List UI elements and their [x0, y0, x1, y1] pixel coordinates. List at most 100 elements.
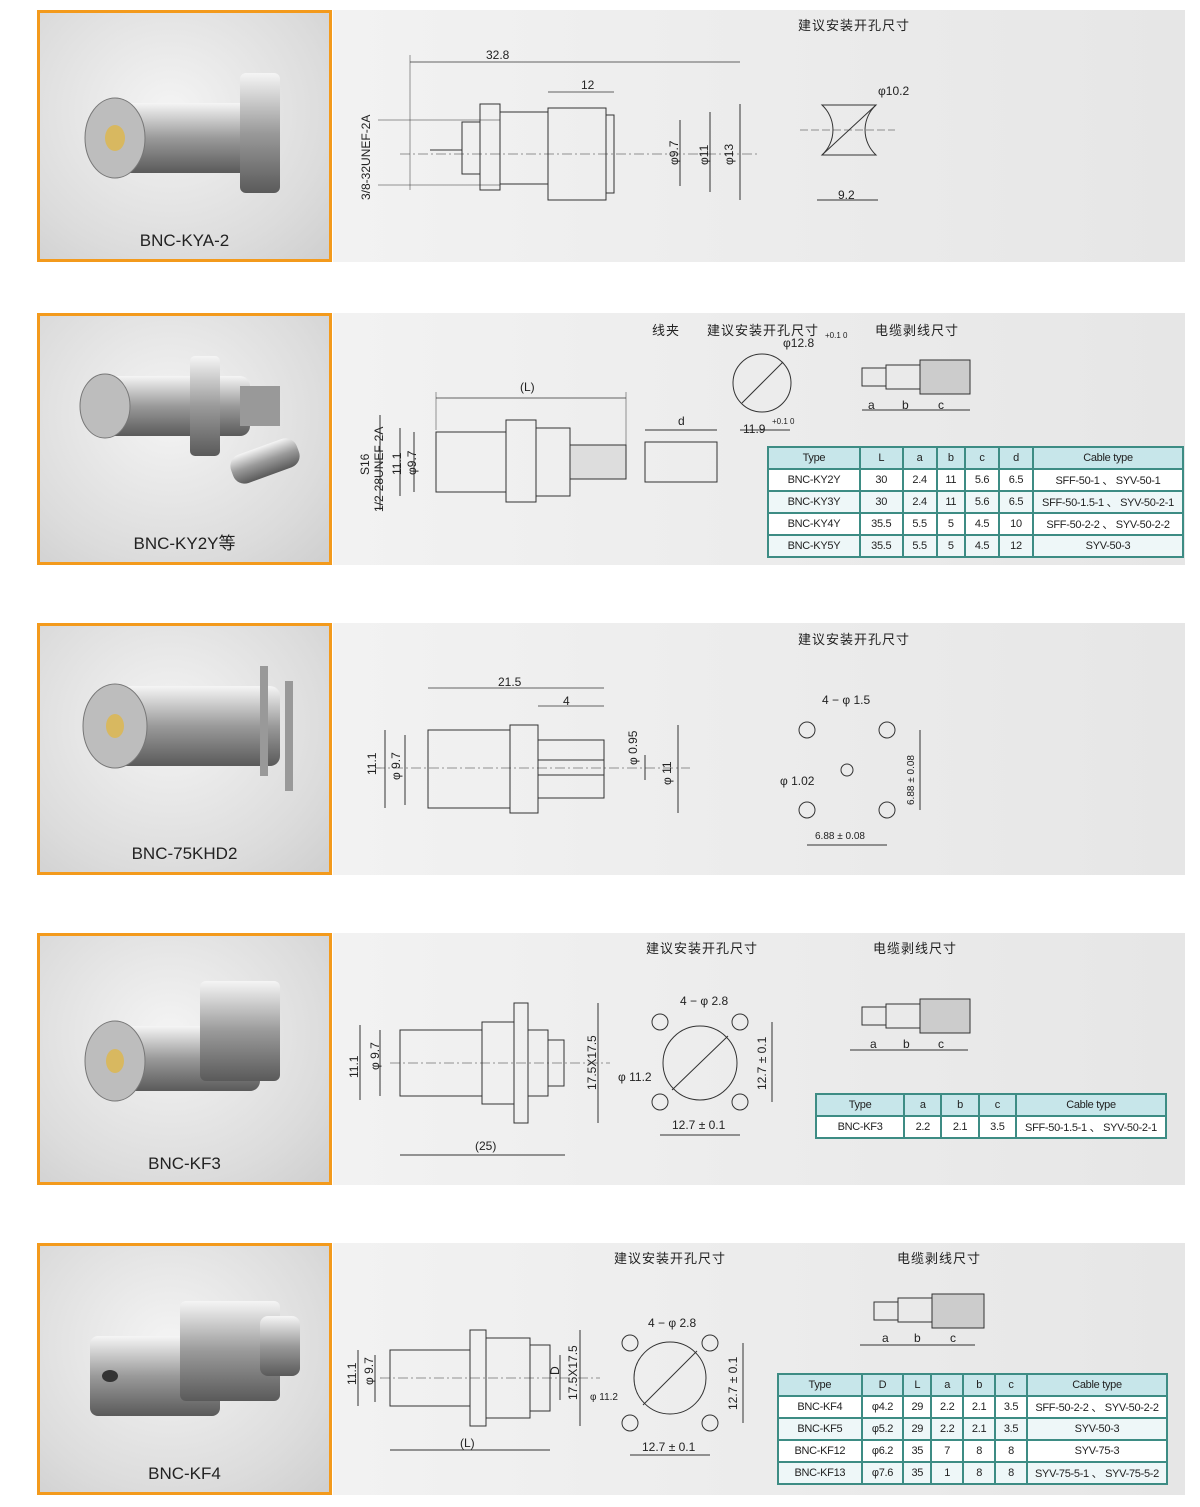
hole-size-title: 建议安装开孔尺寸 [798, 18, 911, 33]
table-cell: BNC-KF4 [777, 1395, 863, 1419]
dim-hole-flat: 9.2 [838, 188, 855, 202]
table-cell: SYV-75-3 [1026, 1439, 1168, 1463]
dim-d1: 11.1 [347, 1055, 361, 1078]
hole-size-title: 建议安装开孔尺寸 [707, 323, 820, 338]
dim-clamp-d: d [678, 414, 685, 428]
table-cell: 8 [962, 1439, 997, 1463]
table-cell: Type [777, 1373, 863, 1397]
table-cell: 12 [998, 534, 1034, 558]
table-cell: a [901, 446, 938, 470]
dim-hole-flat: 11.9 [743, 422, 766, 436]
table-cell: 2.1 [962, 1417, 997, 1441]
hole-size-title: 建议安装开孔尺寸 [614, 1251, 727, 1266]
table-cell: d [998, 446, 1034, 470]
connector-image [84, 73, 280, 193]
product-photo-kf4: BNC-KF4 [37, 1243, 332, 1495]
table-cell: φ7.6 [860, 1461, 905, 1485]
dim-b: b [914, 1331, 921, 1345]
table-cell: 35 [902, 1439, 933, 1463]
table-cell: 2.4 [901, 490, 938, 514]
dim-d2: φ11 [697, 144, 711, 165]
table-cell: 3.5 [994, 1395, 1028, 1419]
dim-D: D [548, 1366, 562, 1375]
dim-d3: φ13 [722, 143, 736, 165]
clamp-title: 线夹 [652, 323, 681, 338]
table-cell: 29 [902, 1417, 933, 1441]
table-cell: Type [767, 446, 861, 470]
dim-hole-d: φ12.8 [783, 336, 815, 350]
dim-pitch-h: 6.88 ± 0.08 [815, 831, 865, 842]
product-photo-kf3: BNC-KF3 [37, 933, 332, 1185]
table-cell: BNC-KY3Y [767, 490, 861, 514]
table-cell: 5 [935, 534, 967, 558]
connector-image [90, 1301, 300, 1416]
dim-hex: S16 [358, 453, 372, 475]
drawing-panel-3 [333, 623, 1185, 875]
table-cell: a [903, 1093, 943, 1117]
dim-center: φ 1.02 [780, 774, 815, 788]
dim-d2: φ 9.7 [368, 1042, 382, 1070]
table-cell: 2.2 [930, 1395, 965, 1419]
table-cell: SFF-50-1 、 SYV-50-1 [1032, 468, 1184, 492]
table-cell: 5 [935, 512, 967, 536]
dim-pin-d: φ 0.95 [626, 730, 640, 765]
product-name: BNC-KY2Y等 [133, 534, 236, 553]
hole-size-title: 建议安装开孔尺寸 [798, 632, 911, 647]
table-cell: SFF-50-1.5-1 、 SYV-50-2-1 [1032, 490, 1184, 514]
product-name: BNC-KYA-2 [139, 231, 230, 250]
dim-holes: 4 − φ 2.8 [648, 1316, 697, 1330]
strip-size-title: 电缆剥线尺寸 [875, 323, 960, 338]
dim-L: (L) [520, 380, 535, 394]
table-cell: Cable type [1032, 446, 1184, 470]
dim-c: c [938, 398, 944, 412]
dim-d2: φ 9.7 [389, 752, 403, 780]
table-cell: 2.2 [903, 1115, 943, 1139]
dim-a: a [882, 1331, 889, 1345]
product-name: BNC-KF4 [148, 1464, 221, 1483]
dim-a: a [868, 398, 875, 412]
table-cell: L [902, 1373, 933, 1397]
dim-c: c [950, 1331, 956, 1345]
table-cell: Cable type [1026, 1373, 1168, 1397]
table-cell: 2.1 [962, 1395, 997, 1419]
dim-thread: 3/8-32UNEF-2A [359, 114, 373, 200]
dim-front: 12 [581, 78, 595, 92]
table-cell: 5.5 [901, 512, 938, 536]
table-cell: 6.5 [998, 490, 1034, 514]
table-cell: a [930, 1373, 965, 1397]
table-cell: SFF-50-1.5-1 、 SYV-50-2-1 [1015, 1115, 1167, 1139]
table-cell: SYV-75-5-1 、 SYV-75-5-2 [1026, 1461, 1168, 1485]
table-cell: 2.2 [930, 1417, 965, 1441]
connector-image [84, 981, 280, 1102]
table-cell: φ6.2 [860, 1439, 905, 1463]
table-cell: BNC-KF5 [777, 1417, 863, 1441]
table-cell: 5.6 [964, 468, 1000, 492]
table-cell: BNC-KF3 [814, 1115, 906, 1139]
table-cell: 35 [902, 1461, 933, 1485]
dim-overall: 21.5 [498, 675, 522, 689]
dim-b: b [903, 1037, 910, 1051]
dim-pitch-v: 6.88 ± 0.08 [906, 755, 917, 805]
dim-pin: 4 [563, 694, 570, 708]
table-cell: 29 [902, 1395, 933, 1419]
dim-L: (25) [475, 1139, 497, 1153]
table-cell: 5.6 [964, 490, 1000, 514]
dim-flat-tol: +0.1 0 [772, 417, 795, 426]
table-cell: 6.5 [998, 468, 1034, 492]
table-cell: c [994, 1373, 1028, 1397]
dim-overall: 32.8 [486, 48, 510, 62]
dim-d3: φ 11 [660, 761, 674, 785]
hole-size-title: 建议安装开孔尺寸 [646, 941, 759, 956]
table-cell: 10 [998, 512, 1034, 536]
